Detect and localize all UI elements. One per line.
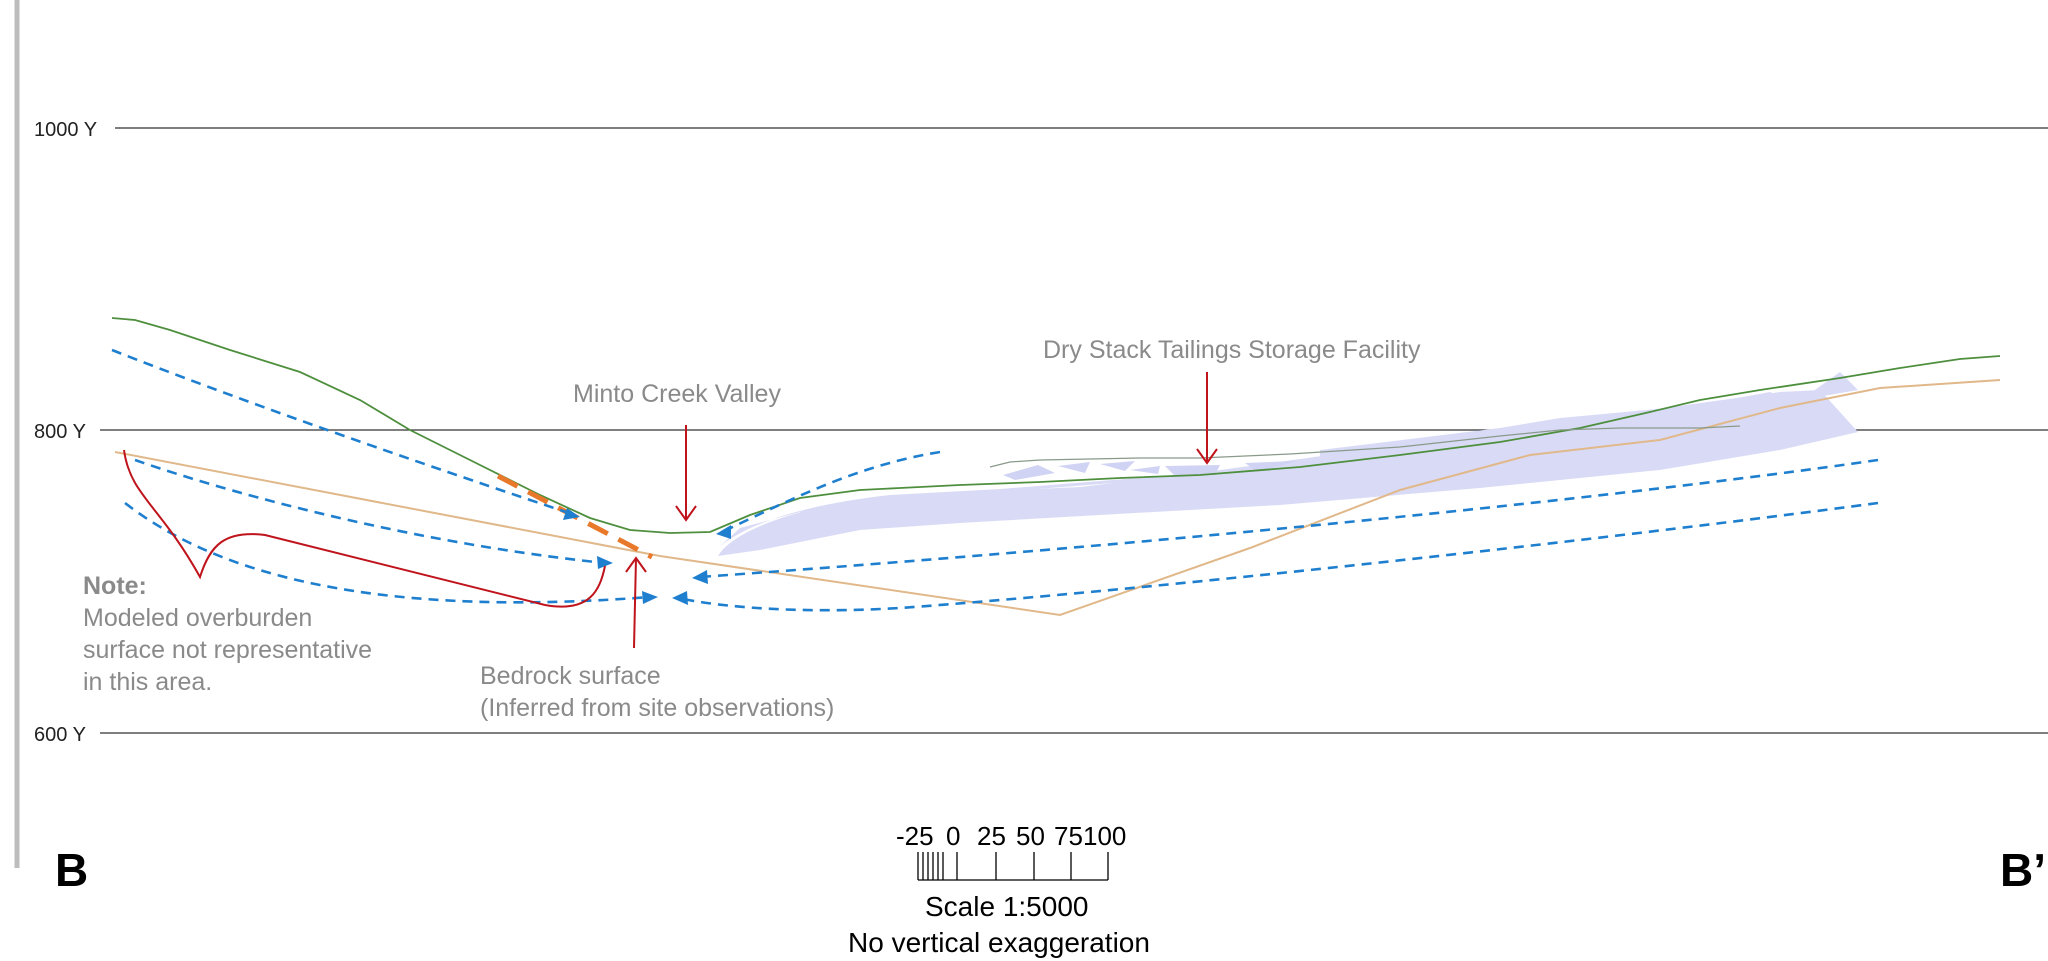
- note-line-3: in this area.: [83, 668, 212, 696]
- scale-tick-label: 25: [977, 821, 1006, 851]
- scale-ticks: [917, 852, 1109, 881]
- original-ground-surface-line: [989, 425, 1741, 468]
- scale-bar: -25 0 25 50 75 100 Scale 1:5000 No verti…: [848, 821, 1150, 958]
- bedrock-surface-line: [114, 379, 2001, 617]
- pointer-arrows: [625, 372, 1218, 649]
- scale-tick-label: 75: [1054, 821, 1083, 851]
- flow-arrowheads: [563, 508, 731, 605]
- bedrock-label-line2: (Inferred from site observations): [480, 694, 834, 722]
- elevation-label-600: 600 Y: [34, 724, 86, 746]
- note-line-2: surface not representative: [83, 636, 372, 664]
- section-end-marker: B’: [2000, 844, 2046, 896]
- ground-surface-line: [111, 317, 2001, 534]
- note-title: Note:: [83, 572, 147, 600]
- scale-tick-label: 50: [1016, 821, 1045, 851]
- section-start-marker: B: [55, 844, 88, 896]
- dstsf-label: Dry Stack Tailings Storage Facility: [1043, 336, 1421, 364]
- tailings-facility-upper: [1320, 390, 1858, 478]
- scale-tick-label: 0: [946, 821, 960, 851]
- elevation-label-800: 800 Y: [34, 421, 86, 443]
- bedrock-label-line1: Bedrock surface: [480, 662, 661, 690]
- note-bracket: [123, 449, 606, 608]
- tailings-cells: [1003, 461, 1298, 480]
- vertical-exaggeration-note: No vertical exaggeration: [848, 927, 1150, 958]
- scale-tick-label: -25: [896, 821, 934, 851]
- groundwater-flow-lines: [111, 348, 1879, 612]
- minto-creek-label: Minto Creek Valley: [573, 380, 781, 408]
- scale-tick-label: 100: [1083, 821, 1126, 851]
- elevation-label-1000: 1000 Y: [34, 119, 97, 141]
- note-line-1: Modeled overburden: [83, 604, 312, 632]
- scale-ratio: Scale 1:5000: [925, 891, 1088, 922]
